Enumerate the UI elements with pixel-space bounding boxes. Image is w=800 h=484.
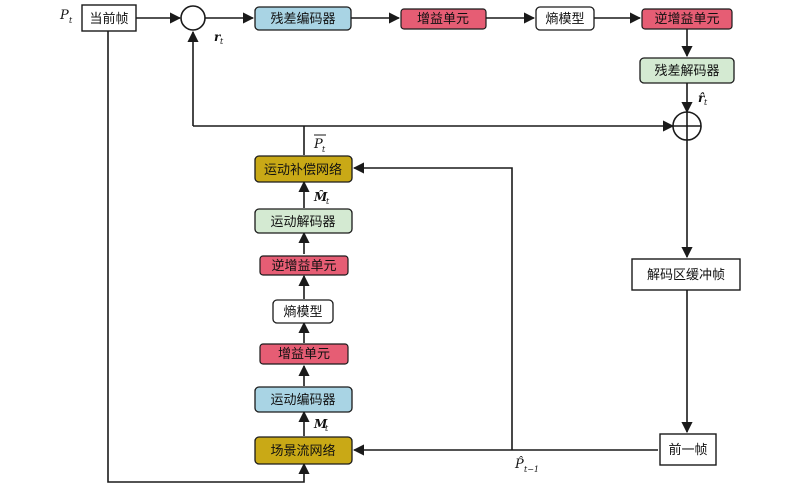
label-rt: r t <box>214 30 224 46</box>
motion-decoder-label: 运动解码器 <box>270 215 335 230</box>
decoded-buffer-label: 解码区缓冲帧 <box>647 268 725 283</box>
motion-comp-label: 运动补偿网络 <box>264 162 342 178</box>
inverse-gain-bottom-box: 逆增益单元 <box>259 255 349 276</box>
label-pt-main: P <box>59 8 69 23</box>
previous-frame-box: 前一帧 <box>659 433 717 466</box>
label-rt-hat: r̂ t <box>698 91 708 107</box>
scene-flow-box: 场景流网络 <box>254 436 353 465</box>
label-pt1-sub: t−1 <box>524 465 539 474</box>
label-mt-main: M <box>313 417 328 431</box>
label-mt: M t <box>313 417 329 433</box>
label-rt-main: r <box>214 30 222 44</box>
add-node <box>672 111 702 141</box>
label-rt-hat-sub: t <box>704 98 708 107</box>
label-mt-hat-main: M̂ <box>313 189 328 204</box>
gain-unit-top-box: 增益单元 <box>400 8 487 30</box>
label-pt-bar-sub: t <box>322 145 326 154</box>
label-mt-hat-sub: t <box>326 197 330 206</box>
inverse-gain-bottom-label: 逆增益单元 <box>271 258 336 274</box>
gain-unit-bottom-box: 增益单元 <box>259 343 349 365</box>
entropy-model-top-label: 熵模型 <box>545 11 584 27</box>
motion-encoder-box: 运动编码器 <box>254 386 353 413</box>
inverse-gain-top-label: 逆增益单元 <box>654 11 719 27</box>
label-pt1-main: P̂ <box>514 456 524 472</box>
arrow-frame-to-sceneflow <box>107 31 310 483</box>
residual-encoder-label: 残差编码器 <box>270 12 335 27</box>
gain-unit-bottom-label: 增益单元 <box>278 347 330 362</box>
label-pt-sub: t <box>69 16 73 25</box>
scene-flow-label: 场景流网络 <box>270 443 335 459</box>
residual-encoder-box: 残差编码器 <box>254 6 352 31</box>
inverse-gain-top-box: 逆增益单元 <box>641 8 733 30</box>
gain-unit-top-label: 增益单元 <box>417 12 469 27</box>
current-frame-box: 当前帧 <box>81 4 137 32</box>
label-rt-hat-main: r̂ <box>698 91 706 105</box>
label-pt: P t <box>59 8 73 25</box>
decoded-buffer-box: 解码区缓冲帧 <box>631 258 741 291</box>
label-pt-bar-main: P <box>313 137 323 152</box>
arrow-previous-to-motioncomp <box>352 162 513 450</box>
label-mt-hat: M̂ t <box>313 189 330 206</box>
previous-frame-label: 前一帧 <box>668 442 707 458</box>
residual-decoder-box: 残差解码器 <box>639 57 735 84</box>
motion-comp-box: 运动补偿网络 <box>254 155 353 183</box>
current-frame-label: 当前帧 <box>89 11 128 27</box>
residual-decoder-label: 残差解码器 <box>654 64 719 79</box>
motion-encoder-label: 运动编码器 <box>270 393 335 408</box>
subtract-node <box>180 5 206 31</box>
entropy-model-bottom-box: 熵模型 <box>272 299 334 324</box>
label-pt1-hat: P̂ t−1 <box>514 456 539 474</box>
motion-decoder-box: 运动解码器 <box>254 208 353 234</box>
entropy-model-bottom-label: 熵模型 <box>283 304 322 320</box>
connectors <box>107 12 693 483</box>
entropy-model-top-box: 熵模型 <box>535 6 595 31</box>
label-mt-sub: t <box>325 424 329 433</box>
label-pt-bar: P t <box>313 134 326 154</box>
label-rt-sub: t <box>220 37 224 46</box>
